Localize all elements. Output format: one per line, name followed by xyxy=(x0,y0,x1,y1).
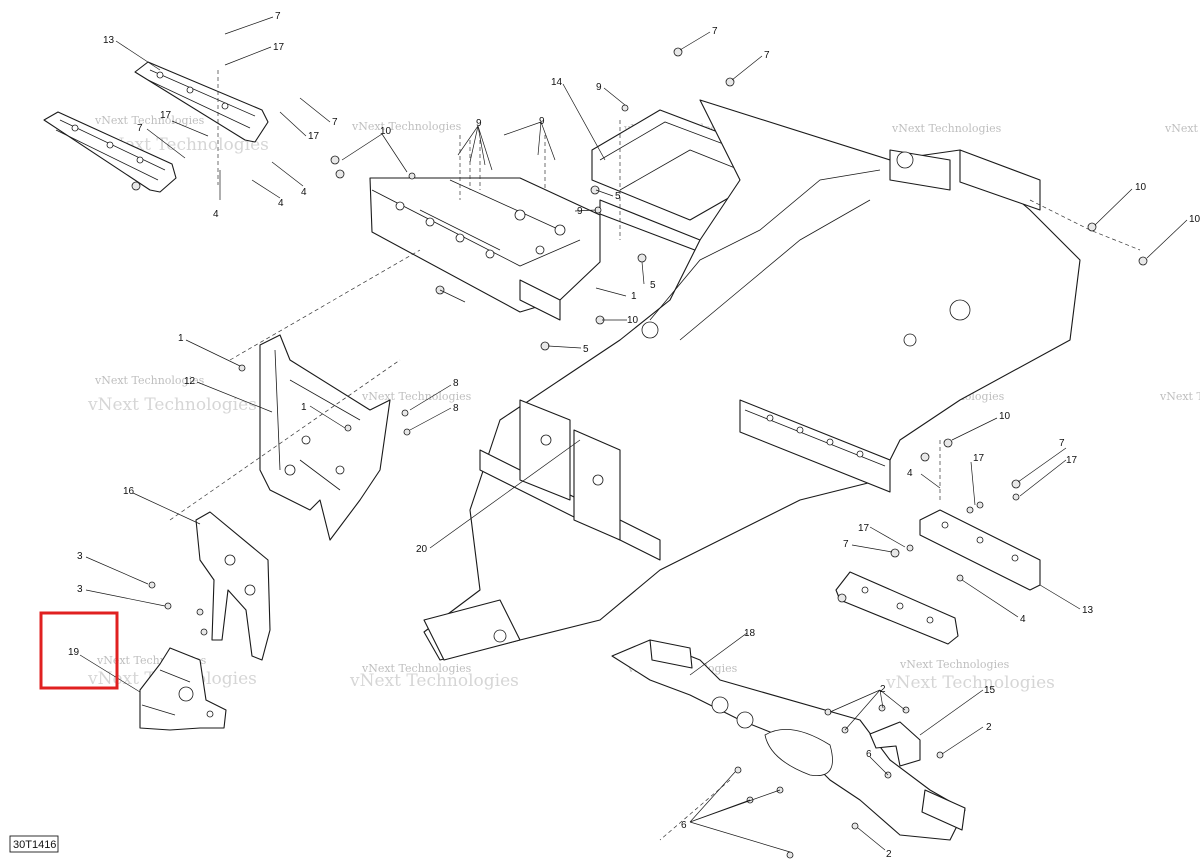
part-12-bracket xyxy=(238,334,411,541)
callouts: 13 7 17 7 17 17 7 4 4 4 10 9 9 14 7 7 9 … xyxy=(68,11,1200,859)
callout-label: 7 xyxy=(843,539,849,550)
callout-label: 1 xyxy=(178,333,184,344)
callout-label: 17 xyxy=(308,131,320,142)
callout-label: 5 xyxy=(615,191,621,202)
callout-label: 10 xyxy=(627,315,639,326)
callout-label: 16 xyxy=(123,486,135,497)
callout-label: 1 xyxy=(631,291,637,302)
callout-label: 4 xyxy=(213,209,219,220)
callout-label: 5 xyxy=(583,344,589,355)
callout-label: 7 xyxy=(712,26,718,37)
callout-label: 9 xyxy=(577,206,583,217)
callout-label: 5 xyxy=(650,280,656,291)
callout-label: 17 xyxy=(1066,455,1078,466)
callout-label: 18 xyxy=(744,628,756,639)
callout-label: 2 xyxy=(986,722,992,733)
callout-label: 15 xyxy=(984,685,996,696)
callout-label: 13 xyxy=(1082,605,1094,616)
callout-label: 3 xyxy=(77,551,83,562)
callout-label: 4 xyxy=(1020,614,1026,625)
callout-label: 8 xyxy=(453,403,459,414)
part-20-main-frame xyxy=(423,99,1148,661)
watermark-text: vNext Technologies xyxy=(1159,390,1200,403)
callout-label: 7 xyxy=(332,117,338,128)
callout-label: 10 xyxy=(1189,214,1200,225)
watermark-text: vNext Technologies xyxy=(1164,122,1200,135)
callout-label: 1 xyxy=(301,402,307,413)
part-13-rail-upper-left xyxy=(43,61,269,193)
watermark-text: vNext Technologies xyxy=(361,390,472,403)
callout-label: 6 xyxy=(866,749,872,760)
watermark-text: vNext Technologies xyxy=(351,120,462,133)
callout-label: 6 xyxy=(681,820,687,831)
callout-label: 17 xyxy=(273,42,285,53)
callout-label: 17 xyxy=(858,523,870,534)
diagram-code-label: 30T1416 xyxy=(9,835,59,853)
callout-label: 9 xyxy=(539,116,545,127)
watermark-text: vNext Technologies xyxy=(361,662,472,675)
part-19-bracket xyxy=(139,647,227,731)
part-16-bracket xyxy=(148,511,271,661)
callout-label: 9 xyxy=(596,82,602,93)
callout-label: 7 xyxy=(137,123,143,134)
part-14-upper-subframe xyxy=(330,47,761,351)
callout-label: 14 xyxy=(551,77,563,88)
watermark-text: vNext Technologies xyxy=(349,671,519,691)
watermark-text: vNext Technologies xyxy=(885,673,1055,693)
watermark-text: vNext Technologies xyxy=(891,122,1002,135)
callout-label: 20 xyxy=(416,544,428,555)
callout-label: 10 xyxy=(999,411,1011,422)
callout-label: 10 xyxy=(380,126,392,137)
highlight-box xyxy=(39,611,119,690)
callout-label: 7 xyxy=(1059,438,1065,449)
callout-label: 4 xyxy=(301,187,307,198)
callout-label: 12 xyxy=(184,376,196,387)
watermark-text: vNext Technologies xyxy=(94,374,205,387)
callout-label: 13 xyxy=(103,35,115,46)
part-13-rail-right xyxy=(835,479,1041,645)
watermark-text: vNext Technologies xyxy=(94,114,205,127)
part-15-bracket xyxy=(869,721,921,767)
watermark-text: vNext Technologies xyxy=(87,395,257,415)
callout-label: 17 xyxy=(160,110,172,121)
callout-label: 17 xyxy=(973,453,985,464)
callout-label: 7 xyxy=(764,50,770,61)
callout-label: 10 xyxy=(1135,182,1147,193)
callout-label: 19 xyxy=(68,647,80,658)
leader-lines xyxy=(79,16,1188,853)
watermark-text: vNext Technologies xyxy=(899,658,1010,671)
diagram-code: 30T1416 xyxy=(13,839,56,851)
callout-label: 9 xyxy=(476,118,482,129)
callout-label: 2 xyxy=(886,849,892,859)
callout-label: 4 xyxy=(907,468,913,479)
callout-label: 7 xyxy=(275,11,281,22)
callout-label: 2 xyxy=(880,684,886,695)
callout-label: 4 xyxy=(278,198,284,209)
callout-label: 3 xyxy=(77,584,83,595)
callout-label: 8 xyxy=(453,378,459,389)
part-18-lower-arm xyxy=(611,639,966,859)
